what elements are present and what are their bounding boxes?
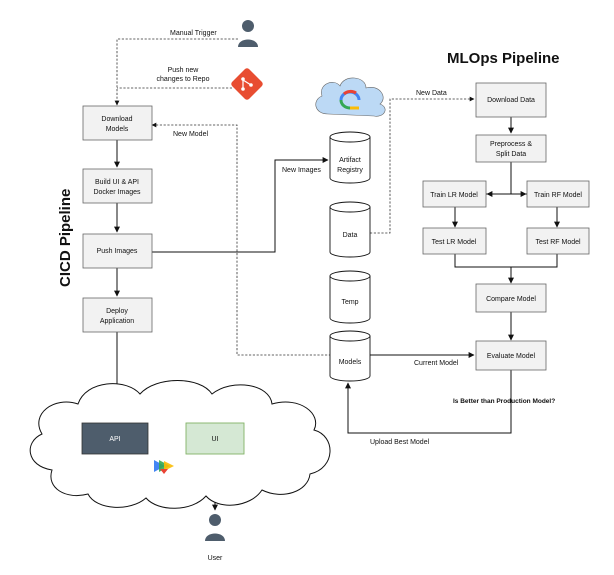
push-changes-label-2: changes to Repo [157,76,210,83]
is-better-label: Is Better than Production Model? [453,398,555,405]
download-data-node: Download Data [475,82,547,118]
evaluate-model-label: Evaluate Model [487,353,536,360]
ui-label: UI [212,436,219,443]
artifact-registry-store: Artifact Registry [329,131,371,184]
deployment-cloud [29,380,331,509]
new-data-label: New Data [416,90,447,97]
preprocess-node: Preprocess & Split Data [475,134,547,163]
deploy-application-label-1: Deploy [106,308,128,315]
user-label: User [208,555,223,562]
upload-best-model-edge [345,370,512,434]
push-images-node: Push Images [82,233,153,269]
manual-trigger-edge [114,38,238,106]
tests-merge-edge [454,253,558,281]
train-lr-node: Train LR Model [422,180,487,208]
google-cloud-icon [315,77,386,117]
download-models-label-1: Download [101,116,132,123]
data-store-label: Data [343,232,358,239]
new-images-label: New Images [282,167,321,174]
test-lr-node: Test LR Model [422,227,487,255]
manual-trigger-label: Manual Trigger [170,30,217,37]
new-model-edge [151,122,331,356]
push-changes-label-1: Push new [168,67,200,74]
mlops-title: MLOps Pipeline [447,50,560,67]
new-data-edge [370,96,475,234]
temp-store: Temp [329,270,371,324]
download-data-label: Download Data [487,97,535,104]
models-store-label: Models [339,359,362,366]
train-rf-label: Train RF Model [534,192,582,199]
test-lr-label: Test LR Model [432,239,477,246]
git-icon [231,68,263,100]
preprocess-label-2: Split Data [496,151,526,158]
api-label: API [109,436,120,443]
deploy-application-label-2: Application [100,318,134,325]
user-person-icon [205,514,225,541]
api-node: API [81,422,149,455]
build-images-node: Build UI & API Docker Images [82,168,153,204]
train-rf-node: Train RF Model [526,180,590,208]
build-images-label-2: Docker Images [93,189,141,196]
deploy-application-node: Deploy Application [82,297,153,333]
artifact-registry-label-1: Artifact [339,157,361,164]
preprocess-label-1: Preprocess & [490,141,532,148]
evaluate-model-node: Evaluate Model [475,340,547,371]
test-rf-node: Test RF Model [526,227,590,255]
download-models-label-2: Models [106,126,129,133]
preprocess-split-edge [485,162,528,195]
models-store: Models [329,330,371,382]
manual-trigger-person-icon [238,20,258,47]
push-images-label: Push Images [97,248,138,255]
artifact-registry-label-2: Registry [337,167,363,174]
build-images-label-1: Build UI & API [95,179,139,186]
upload-best-model-label: Upload Best Model [370,439,430,446]
temp-store-label: Temp [341,299,358,306]
ui-node: UI [185,422,245,455]
compare-model-label: Compare Model [486,296,536,303]
data-store: Data [329,201,371,258]
train-lr-label: Train LR Model [430,192,478,199]
cicd-title: CICD Pipeline [57,189,74,287]
current-model-label: Current Model [414,360,459,367]
test-rf-label: Test RF Model [535,239,581,246]
download-models-node: Download Models [82,105,153,141]
new-model-label: New Model [173,131,208,138]
cloud-deploy-icon [154,460,174,474]
new-images-edge [152,157,329,253]
compare-model-node: Compare Model [475,283,547,313]
